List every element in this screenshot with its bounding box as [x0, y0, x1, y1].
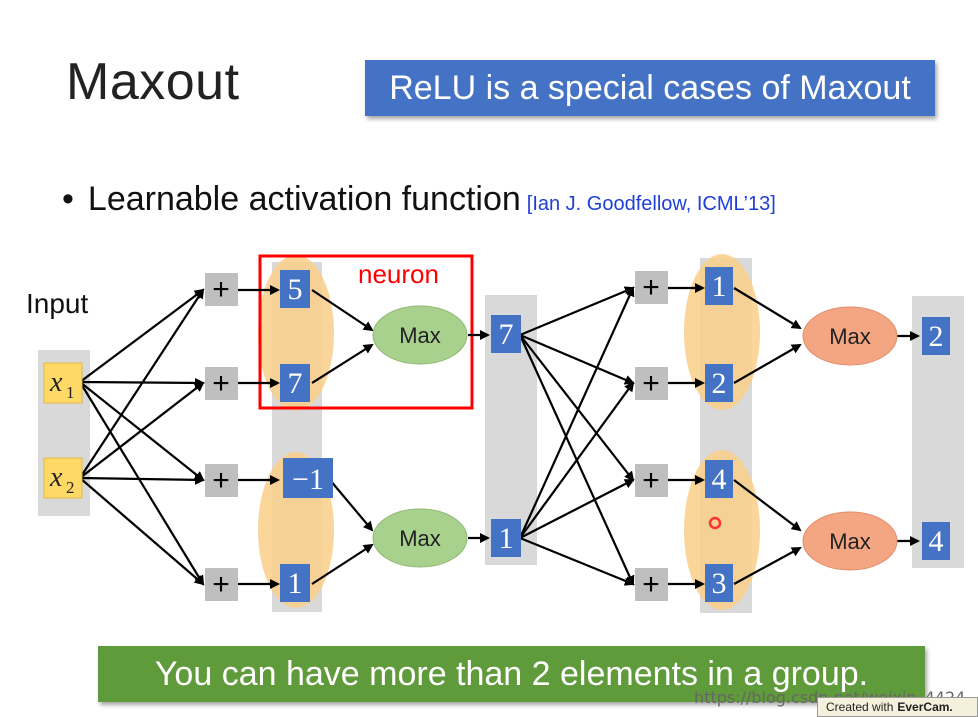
max-node-l1-bottom [372, 508, 468, 568]
plus-node [635, 367, 668, 400]
l1-value-box-3 [283, 458, 333, 498]
l2-value-box-4 [705, 564, 733, 602]
l2-value-box-3 [705, 460, 733, 498]
plus-node [205, 568, 238, 601]
max-node-l1-top [372, 305, 468, 365]
l2-value-box-1 [705, 267, 733, 305]
input-x2-box [43, 457, 83, 499]
neuron-box [258, 254, 474, 410]
l2-value-1: 1 [712, 270, 727, 303]
input-x1-sub: 1 [66, 383, 75, 402]
relu-banner: ReLU is a special cases of Maxout [365, 60, 935, 116]
max-node-l2-bottom [802, 511, 898, 571]
l1-output-2: 1 [499, 522, 514, 555]
l1-value-box-1 [280, 270, 310, 308]
plus-symbol: + [642, 464, 660, 497]
plus-symbol: + [212, 273, 230, 306]
group-ellipse-l2-bottom [684, 450, 760, 610]
l2-value-box-2 [705, 364, 733, 402]
input-x1-box [43, 362, 83, 404]
l2-value-3: 4 [712, 463, 727, 496]
connections [79, 283, 920, 589]
l1-value-box-4 [280, 564, 310, 602]
slide-title: Maxout [66, 53, 240, 111]
bullet-line: • Learnable activation function[Ian J. Go… [62, 180, 776, 219]
group-size-banner: You can have more than 2 elements in a g… [98, 646, 925, 702]
plus-node [205, 273, 238, 306]
l2-value-4: 3 [712, 567, 727, 600]
pointer-marker [708, 516, 722, 530]
plus-symbol: + [642, 568, 660, 601]
max-label: Max [399, 526, 441, 551]
l1-value-1: 5 [288, 273, 303, 306]
l1-value-box-2 [280, 364, 310, 402]
max-label: Max [399, 323, 441, 348]
max-label: Max [829, 529, 871, 554]
plus-node [635, 271, 668, 304]
max-label: Max [829, 324, 871, 349]
l2-output-box-1 [922, 317, 950, 355]
plus-symbol: + [642, 367, 660, 400]
l2-value-2: 2 [712, 367, 727, 400]
l2-output-1: 2 [929, 320, 944, 353]
l2-output-2: 4 [929, 525, 944, 558]
l1-value-3: −1 [292, 463, 324, 496]
input-x1-var: x [49, 367, 63, 398]
plus-node [205, 367, 238, 400]
plus-nodes-layer2: + + + + [635, 271, 668, 601]
l1-output-box-1 [491, 315, 521, 353]
l1-output-1: 7 [499, 318, 514, 351]
input-label: Input [26, 288, 89, 319]
max-node-l2-top [802, 306, 898, 366]
input-x2-var: x [49, 462, 63, 493]
input-x2-sub: 2 [66, 478, 75, 497]
plus-symbol: + [642, 271, 660, 304]
l1-value-2: 7 [288, 367, 303, 400]
plus-symbol: + [212, 464, 230, 497]
citation: [Ian J. Goodfellow, ICML’13] [526, 193, 776, 215]
plus-symbol: + [212, 568, 230, 601]
plus-node [205, 464, 238, 497]
bullet-symbol: • [62, 180, 74, 218]
plus-node [635, 464, 668, 497]
bullet-text: Learnable activation function [87, 180, 521, 218]
l1-value-4: 1 [288, 567, 303, 600]
l1-output-box-2 [491, 519, 521, 557]
l2-output-box-2 [922, 522, 950, 560]
plus-nodes-layer1: + + + + [205, 273, 238, 601]
evercam-brand: EverCam. [897, 700, 953, 714]
evercam-prefix: Created with [826, 700, 894, 714]
neuron-label: neuron [358, 259, 439, 289]
plus-symbol: + [212, 367, 230, 400]
plus-node [635, 568, 668, 601]
